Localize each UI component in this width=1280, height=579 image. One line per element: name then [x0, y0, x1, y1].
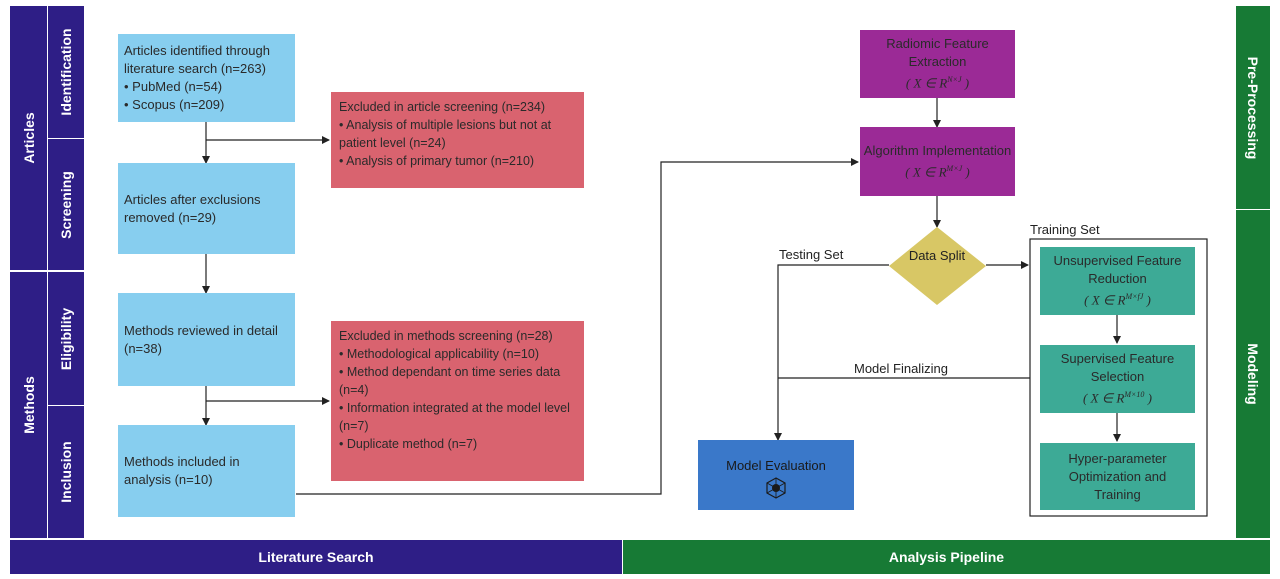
methods-reviewed-text: Methods reviewed in detail (n=38): [124, 322, 278, 356]
hyperparameter-title: Hyper-parameter Optimization and Trainin…: [1068, 450, 1167, 502]
list-item: • Methodological applicability (n=10): [339, 347, 539, 361]
list-item: • Duplicate method (n=7): [339, 437, 478, 451]
articles-identified-box: Articles identified through literature s…: [118, 34, 295, 122]
eligibility-stage: Eligibility: [48, 272, 84, 405]
feature-extraction-math: ( X ∈ RN×J ): [905, 75, 970, 91]
pre-processing-phase: Pre-Processing: [1236, 6, 1270, 209]
model-evaluation-title: Model Evaluation: [726, 458, 826, 473]
supervised-math: ( X ∈ RM×10 ): [1083, 390, 1152, 406]
excluded-articles-title: Excluded in article screening (n=234): [339, 100, 546, 114]
algorithm-implementation-box: Algorithm Implementation ( X ∈ RM×J ): [860, 127, 1015, 196]
model-finalizing-label: Model Finalizing: [854, 361, 948, 376]
supervised-feature-selection-box: Supervised Feature Selection ( X ∈ RM×10…: [1040, 345, 1195, 413]
list-item: • PubMed (n=54): [124, 79, 223, 94]
methods-reviewed-box: Methods reviewed in detail (n=38): [118, 293, 295, 386]
methods-included-text: Methods included in analysis (n=10): [124, 454, 240, 487]
training-set-label: Training Set: [1030, 222, 1100, 237]
unsupervised-title: Unsupervised Feature Reduction: [1053, 253, 1182, 287]
supervised-title: Supervised Feature Selection: [1060, 351, 1175, 385]
methods-included-box: Methods included in analysis (n=10): [118, 425, 295, 517]
radiomic-feature-extraction-box: Radiomic Feature Extraction ( X ∈ RN×J ): [860, 30, 1015, 98]
arrow-included-to-algorithm: [296, 158, 859, 495]
testing-set-label: Testing Set: [779, 247, 844, 262]
training-set-frame: [1029, 238, 1208, 517]
excluded-methods-title: Excluded in methods screening (n=28): [339, 329, 553, 343]
unsupervised-math: ( X ∈ RM×fJ ): [1084, 292, 1151, 308]
list-item: • Analysis of multiple lesions but not a…: [339, 118, 552, 150]
unsupervised-feature-reduction-box: Unsupervised Feature Reduction ( X ∈ RM×…: [1040, 247, 1195, 315]
arrow-split-to-testing: [774, 264, 889, 441]
analysis-pipeline-footer: Analysis Pipeline: [623, 540, 1270, 574]
articles-identified-title: Articles identified through literature s…: [124, 43, 270, 76]
excluded-articles-box: Excluded in article screening (n=234) • …: [331, 92, 584, 188]
inclusion-stage: Inclusion: [48, 406, 84, 538]
excluded-methods-box: Excluded in methods screening (n=28) • M…: [331, 321, 584, 481]
list-item: • Analysis of primary tumor (n=210): [339, 154, 535, 168]
literature-search-footer: Literature Search: [10, 540, 622, 574]
modeling-phase: Modeling: [1236, 210, 1270, 538]
identification-stage: Identification: [48, 6, 84, 138]
data-split-label: Data Split: [908, 248, 966, 263]
articles-after-exclusions-text: Articles after exclusions removed (n=29): [124, 191, 261, 225]
feature-extraction-title: Radiomic Feature Extraction: [886, 36, 989, 70]
network-gear-icon: [766, 477, 786, 499]
list-item: • Scopus (n=209): [124, 97, 225, 112]
algorithm-title: Algorithm Implementation: [863, 142, 1012, 158]
list-item: • Method dependant on time series data (…: [339, 365, 561, 397]
hyperparameter-optimization-box: Hyper-parameter Optimization and Trainin…: [1040, 443, 1195, 510]
model-evaluation-box: Model Evaluation: [698, 440, 854, 510]
data-split-diamond: [889, 227, 986, 305]
articles-phase: Articles: [10, 6, 47, 270]
screening-stage: Screening: [48, 139, 84, 270]
list-item: • Information integrated at the model le…: [339, 401, 570, 433]
articles-after-exclusions-box: Articles after exclusions removed (n=29): [118, 163, 295, 254]
algorithm-math: ( X ∈ RM×J ): [905, 163, 970, 180]
methods-phase: Methods: [10, 272, 47, 538]
